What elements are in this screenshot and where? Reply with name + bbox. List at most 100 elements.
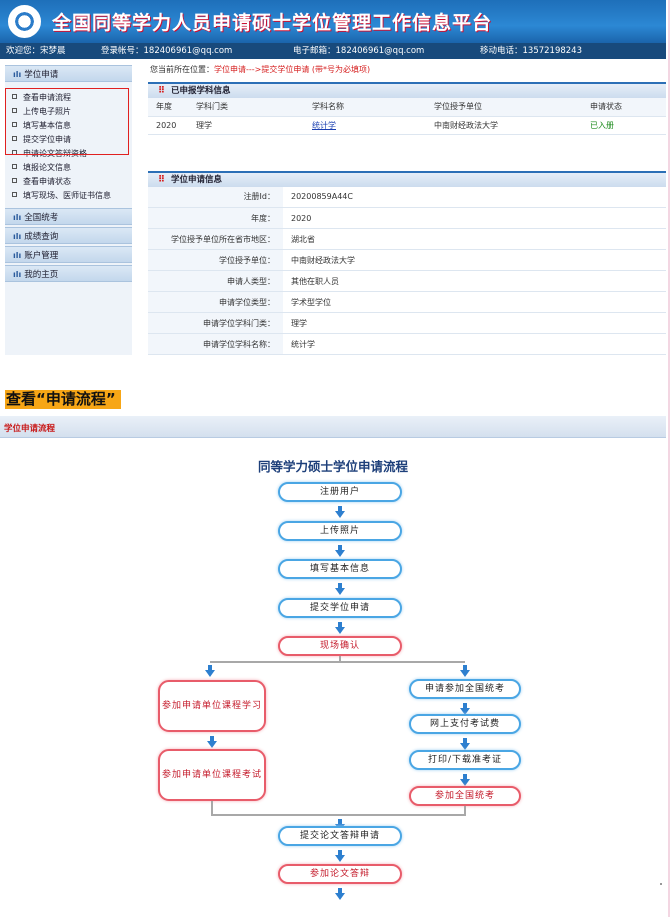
table-row: 注册Id：20200859A44C <box>148 186 666 208</box>
down-arrow-icon <box>460 703 470 715</box>
highlight-box <box>5 88 129 155</box>
bar-chart-icon: ılı <box>13 232 22 241</box>
square-bullet-icon <box>12 178 17 183</box>
square-bullet-icon <box>12 122 17 127</box>
sidebar-item-basic-info[interactable]: 填写基本信息 <box>5 119 132 133</box>
stray-dot <box>660 883 662 885</box>
sidebar-menu: 查看申请流程 上传电子照片 填写基本信息 提交学位申请 申请论文答辩资格 填报论… <box>5 84 132 208</box>
grid-icon: ⠿ <box>158 86 166 96</box>
right-edge-border <box>668 0 670 917</box>
col-status: 申请状态 <box>582 98 666 117</box>
reported-subjects-title: ⠿已申报学科信息 <box>148 82 666 98</box>
grid-icon: ⠿ <box>158 174 166 185</box>
table-row: 申请学位类型：学术型学位 <box>148 291 666 313</box>
table-row: 申请人类型：其他在职人员 <box>148 270 666 292</box>
down-arrow-icon <box>335 850 345 862</box>
site-title: 全国同等学力人员申请硕士学位管理工作信息平台 <box>52 12 493 34</box>
bar-chart-icon: ılı <box>13 251 22 260</box>
bar-chart-icon: ılı <box>13 270 22 279</box>
cell-institution: 中南财经政法大学 <box>426 116 582 135</box>
tab-degree-flow[interactable]: 学位申请流程 <box>4 424 56 434</box>
table-row: 学位授予单位所在省市地区：湖北省 <box>148 228 666 250</box>
table-row: 学位授予单位：中南财经政法大学 <box>148 249 666 271</box>
main-content: 您当前所在位置：学位申请--->提交学位申请 (带*号为必填项) ⠿已申报学科信… <box>148 64 666 360</box>
application-screenshot: 全国同等学力人员申请硕士学位管理工作信息平台 欢迎您：宋梦晨 登录帐号：1824… <box>0 0 666 360</box>
down-arrow-icon <box>207 736 217 748</box>
cell-category: 理学 <box>188 116 304 135</box>
connector-line <box>339 656 341 662</box>
flow-step-thesis-defense: 参加论文答辩 <box>278 864 402 884</box>
cell-status: 已入册 <box>582 116 666 135</box>
flow-step-basic-info: 填写基本信息 <box>278 559 402 579</box>
down-arrow-icon <box>335 622 345 634</box>
flow-step-submit-defense: 提交论文答辩申请 <box>278 826 402 846</box>
bar-chart-icon: ılı <box>13 70 22 79</box>
flow-screenshot: 学位申请流程 同等学力硕士学位申请流程 注册用户 上传照片 填写基本信息 提交学… <box>0 416 666 917</box>
user-info-bar: 欢迎您：宋梦晨 登录帐号：182406961@qq.com 电子邮箱：18240… <box>0 43 666 59</box>
down-arrow-icon <box>460 738 470 750</box>
flow-step-pay-exam-fee: 网上支付考试费 <box>409 714 521 734</box>
col-year: 年度 <box>148 98 188 117</box>
application-info-title: ⠿学位申请信息 <box>148 170 666 187</box>
sidebar-item-view-process[interactable]: 查看申请流程 <box>5 91 132 105</box>
reported-subjects-table: 年度 学科门类 学科名称 学位授予单位 申请状态 2020 理学 统计学 中南财… <box>148 98 666 135</box>
connector-line <box>464 806 466 815</box>
down-arrow-icon <box>460 774 470 786</box>
down-arrow-icon <box>335 888 345 900</box>
application-info-table: 注册Id：20200859A44C 年度：2020 学位授予单位所在省市地区：湖… <box>148 186 666 355</box>
square-bullet-icon <box>12 136 17 141</box>
table-row: 申请学位学科名称：统计学 <box>148 333 666 355</box>
table-row: 申请学位学科门类：理学 <box>148 312 666 334</box>
flow-title: 同等学力硕士学位申请流程 <box>257 459 408 474</box>
sidebar-item-thesis-info[interactable]: 填报论文信息 <box>5 161 132 175</box>
col-category: 学科门类 <box>188 98 304 117</box>
phone-text: 移动电话：13572198243 <box>480 46 582 56</box>
connector-line <box>211 814 466 816</box>
table-header-row: 年度 学科门类 学科名称 学位授予单位 申请状态 <box>148 98 666 117</box>
flow-step-upload-photo: 上传照片 <box>278 521 402 541</box>
email-text: 电子邮箱：182406961@qq.com <box>293 46 425 56</box>
site-banner: 全国同等学力人员申请硕士学位管理工作信息平台 <box>0 0 666 43</box>
square-bullet-icon <box>12 192 17 197</box>
account-text: 登录帐号：182406961@qq.com <box>101 46 233 56</box>
flow-step-apply-national-exam: 申请参加全国统考 <box>409 679 521 699</box>
sidebar-item-upload-photo[interactable]: 上传电子照片 <box>5 105 132 119</box>
cell-subject-link[interactable]: 统计学 <box>304 116 426 135</box>
tab-bar: 学位申请流程 <box>0 416 666 438</box>
square-bullet-icon <box>12 94 17 99</box>
table-row: 2020 理学 统计学 中南财经政法大学 已入册 <box>148 116 666 135</box>
bar-chart-icon: ılı <box>13 213 22 222</box>
col-subject: 学科名称 <box>304 98 426 117</box>
table-row: 年度：2020 <box>148 207 666 229</box>
connector-line <box>211 801 213 815</box>
flow-step-onsite-confirm: 现场确认 <box>278 636 402 656</box>
square-bullet-icon <box>12 164 17 169</box>
down-arrow-icon <box>335 583 345 595</box>
flow-step-submit-application: 提交学位申请 <box>278 598 402 618</box>
section-heading: 查看“申请流程” <box>5 390 121 409</box>
down-arrow-icon <box>460 665 470 677</box>
breadcrumb: 您当前所在位置：学位申请--->提交学位申请 (带*号为必填项) <box>150 65 371 74</box>
flow-step-course-exam: 参加申请单位课程考试 <box>158 749 266 801</box>
site-logo-icon <box>8 5 41 38</box>
cell-year: 2020 <box>148 116 188 135</box>
down-arrow-icon <box>335 506 345 518</box>
sidebar-item-application-status[interactable]: 查看申请状态 <box>5 175 132 189</box>
square-bullet-icon <box>12 108 17 113</box>
connector-line <box>210 661 465 663</box>
col-institution: 学位授予单位 <box>426 98 582 117</box>
down-arrow-icon <box>335 545 345 557</box>
flow-step-print-ticket: 打印/下载准考证 <box>409 750 521 770</box>
sidebar-item-certificate-info[interactable]: 填写现场、医师证书信息 <box>5 189 132 203</box>
welcome-text: 欢迎您：宋梦晨 <box>6 46 66 56</box>
flow-step-register: 注册用户 <box>278 482 402 502</box>
flow-step-national-exam: 参加全国统考 <box>409 786 521 806</box>
sidebar-item-submit-application[interactable]: 提交学位申请 <box>5 133 132 147</box>
